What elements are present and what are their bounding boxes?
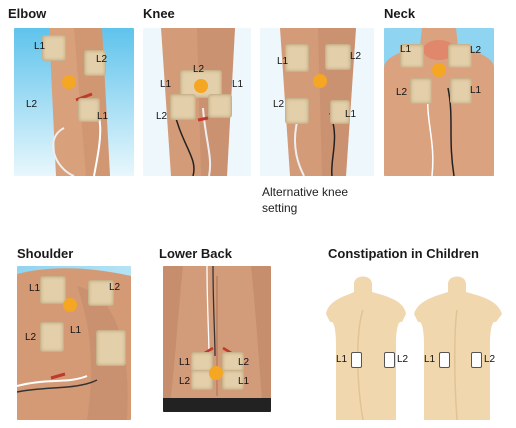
electrode-pad xyxy=(351,352,362,368)
lower-back-title: Lower Back xyxy=(159,246,232,261)
electrode-label: L2 xyxy=(484,354,496,365)
knee-title: Knee xyxy=(143,6,175,21)
electrode-pad xyxy=(400,44,424,68)
electrode-label: L2 xyxy=(273,99,285,110)
electrode-pad xyxy=(170,94,196,120)
electrode-pad xyxy=(384,352,395,368)
electrode-label: L1 xyxy=(470,85,482,96)
electrode-pad xyxy=(325,44,351,70)
electrode-label: L2 xyxy=(25,332,37,343)
electrode-label: L2 xyxy=(350,51,362,62)
constipation-photo xyxy=(326,270,506,420)
electrode-pad xyxy=(222,370,244,390)
electrode-pad xyxy=(84,50,106,76)
electrode-label: L1 xyxy=(70,325,82,336)
electrode-label: L2 xyxy=(238,357,250,368)
electrode-label: L1 xyxy=(34,41,46,52)
electrode-label: L2 xyxy=(156,111,168,122)
electrode-label: L1 xyxy=(97,111,109,122)
electrode-label: L1 xyxy=(277,56,289,67)
electrode-pad xyxy=(88,280,114,306)
electrode-label: L2 xyxy=(396,87,408,98)
electrode-label: L1 xyxy=(345,109,357,120)
electrode-pad xyxy=(448,44,472,68)
electrode-label: L1 xyxy=(179,357,191,368)
electrode-pad xyxy=(40,322,64,352)
electrode-pad xyxy=(191,370,213,390)
treatment-area-dot xyxy=(62,75,76,89)
alternative-knee-caption-line-1: Alternative knee xyxy=(262,185,349,199)
treatment-area-dot xyxy=(432,63,446,77)
electrode-pad xyxy=(208,94,232,118)
lower-back-photo xyxy=(163,266,271,412)
electrode-label: L2 xyxy=(179,376,191,387)
electrode-pad xyxy=(78,98,100,122)
electrode-pad xyxy=(410,78,432,104)
alternative-knee-caption-line-2: setting xyxy=(262,201,298,215)
electrode-label: L1 xyxy=(232,79,244,90)
electrode-pad xyxy=(285,44,309,72)
electrode-label: L2 xyxy=(109,282,121,293)
electrode-pad xyxy=(471,352,482,368)
electrode-label: L2 xyxy=(26,99,38,110)
electrode-pad xyxy=(450,78,472,104)
electrode-pad xyxy=(96,330,126,366)
treatment-area-dot xyxy=(194,79,208,93)
neck-title: Neck xyxy=(384,6,416,21)
electrode-label: L1 xyxy=(238,376,250,387)
electrode-label: L2 xyxy=(397,354,409,365)
electrode-pad xyxy=(40,276,66,304)
treatment-area-dot xyxy=(63,298,77,312)
electrode-pad xyxy=(439,352,450,368)
electrode-pad xyxy=(285,98,309,124)
electrode-label: L2 xyxy=(470,45,482,56)
electrode-pad xyxy=(330,100,350,124)
treatment-area-dot xyxy=(313,74,327,88)
electrode-label: L1 xyxy=(336,354,348,365)
electrode-label: L1 xyxy=(29,283,41,294)
electrode-label: L1 xyxy=(400,44,412,55)
electrode-label: L1 xyxy=(160,79,172,90)
knee-photo xyxy=(143,28,251,176)
shoulder-title: Shoulder xyxy=(17,246,74,261)
electrode-label: L2 xyxy=(193,64,205,75)
electrode-pad xyxy=(42,35,66,61)
treatment-area-dot xyxy=(209,366,223,380)
constipation-title: Constipation in Children xyxy=(328,246,479,261)
elbow-title: Elbow xyxy=(8,6,47,21)
electrode-label: L1 xyxy=(424,354,436,365)
electrode-label: L2 xyxy=(96,54,108,65)
